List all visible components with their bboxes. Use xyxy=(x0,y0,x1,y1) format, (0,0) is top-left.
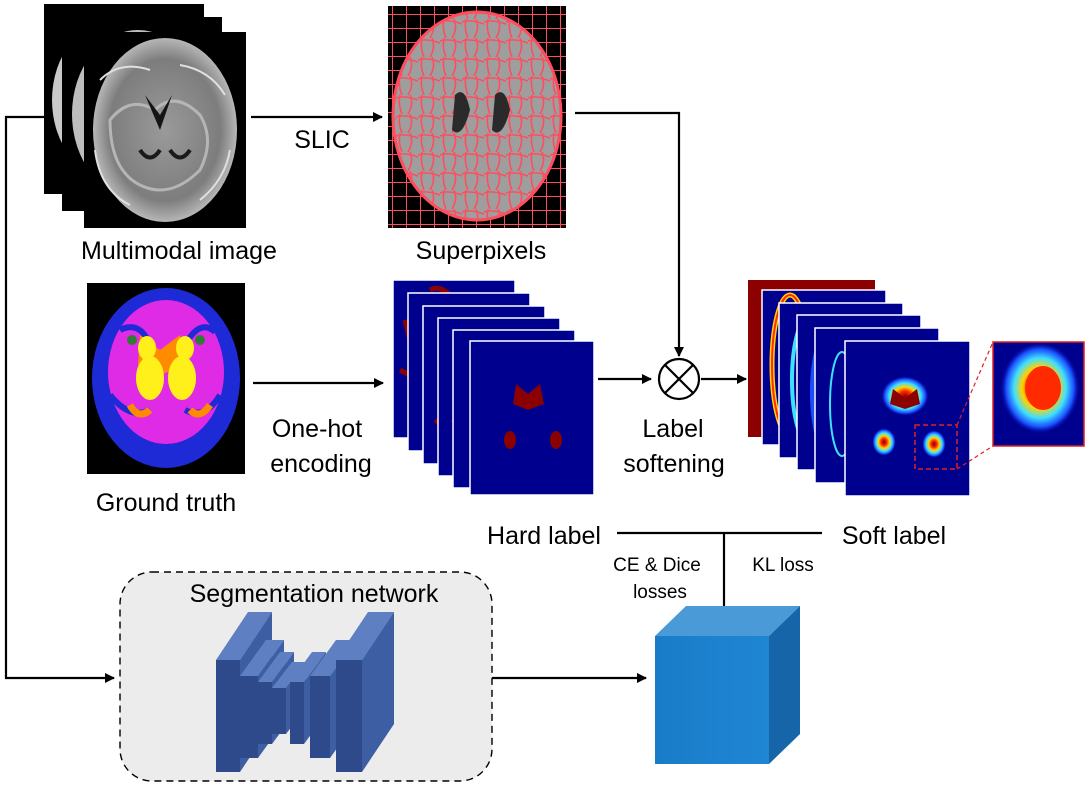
kl-loss-label: KL loss xyxy=(752,555,814,576)
output-prediction-cube xyxy=(655,606,800,764)
ground-truth-image xyxy=(87,283,245,474)
onehot-label-line2: encoding xyxy=(270,450,371,478)
ce-dice-loss-line2: losses xyxy=(633,582,687,603)
onehot-label-line1: One-hot xyxy=(272,415,362,443)
superpixels-to-softening-arrow xyxy=(575,111,684,357)
soft-label-stack xyxy=(748,280,971,497)
label-softening-line1: Label xyxy=(642,415,703,443)
slic-label: SLIC xyxy=(294,126,350,154)
multimodal-image-stack xyxy=(44,4,246,228)
ground-truth-label: Ground truth xyxy=(96,489,236,517)
hard-label-stack xyxy=(392,279,595,496)
label-softening-line2: softening xyxy=(623,450,724,478)
multimodal-image-label: Multimodal image xyxy=(81,237,277,265)
input-to-network-arrow xyxy=(4,115,115,683)
superpixels-label: Superpixels xyxy=(416,237,547,265)
hard-label-text: Hard label xyxy=(487,522,601,550)
zoom-inset xyxy=(956,341,1085,470)
ce-dice-loss-line1: CE & Dice xyxy=(613,555,701,576)
label-softening-operator xyxy=(657,357,701,401)
segmentation-network-title: Segmentation network xyxy=(190,580,439,608)
network-architecture-icon xyxy=(216,612,394,772)
superpixels-image xyxy=(388,6,566,228)
soft-label-text: Soft label xyxy=(842,522,946,550)
